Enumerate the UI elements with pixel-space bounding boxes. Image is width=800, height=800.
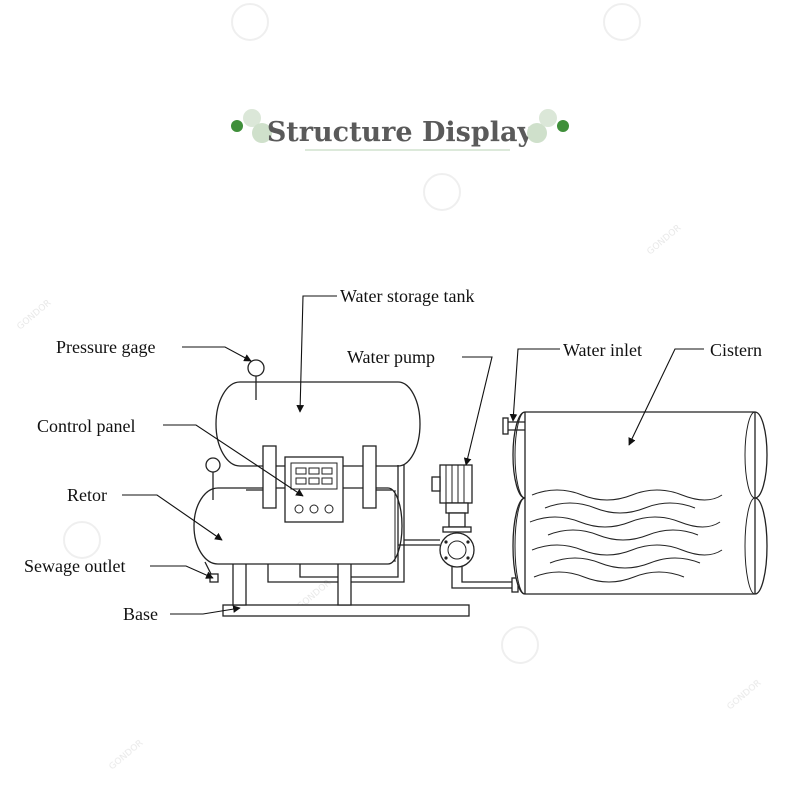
title-dot-icon xyxy=(557,120,569,132)
retor-tank xyxy=(193,487,403,565)
flange-right xyxy=(362,445,377,509)
leader-base xyxy=(170,605,241,615)
title-bubble-icon xyxy=(527,123,547,143)
water-waves xyxy=(529,489,723,583)
label-retor: Retor xyxy=(67,485,107,505)
water-storage-tank xyxy=(215,381,421,467)
flange-left xyxy=(262,445,277,509)
watermark-text: GONDOR xyxy=(108,738,146,772)
label-cistern: Cistern xyxy=(710,340,762,360)
page-title: Structure Display xyxy=(267,117,535,148)
leader-water-storage-tank xyxy=(296,295,337,413)
labels: Water storage tank Pressure gage Water p… xyxy=(24,286,762,624)
label-base: Base xyxy=(123,604,158,624)
page-title-group: Structure Display xyxy=(231,109,569,151)
watermark-text: GONDOR xyxy=(646,223,684,257)
title-dot-icon xyxy=(231,120,243,132)
leader-retor xyxy=(122,494,223,541)
watermark-text: GONDOR xyxy=(726,678,764,712)
label-water-inlet: Water inlet xyxy=(563,340,642,360)
leader-water-pump xyxy=(462,356,493,466)
label-water-pump: Water pump xyxy=(347,347,435,367)
label-control-panel: Control panel xyxy=(37,416,135,436)
leader-water-inlet xyxy=(509,348,560,422)
retor-gauge xyxy=(205,457,221,473)
watermark-text: GONDOR xyxy=(16,298,54,332)
pump-motor xyxy=(439,464,473,504)
leader-cistern xyxy=(628,348,704,446)
title-bubble-icon xyxy=(252,123,272,143)
title-bubble-icon xyxy=(539,109,557,127)
leader-sewage-outlet xyxy=(150,565,214,579)
base-plate xyxy=(222,604,470,617)
label-water-storage-tank: Water storage tank xyxy=(340,286,475,306)
leader-lines xyxy=(122,295,704,615)
leader-control-panel xyxy=(163,424,304,497)
label-sewage-outlet: Sewage outlet xyxy=(24,556,125,576)
leader-pressure-gage xyxy=(182,346,252,362)
pump-volute xyxy=(439,532,475,568)
title-bubble-icon xyxy=(243,109,261,127)
pressure-gage-dial xyxy=(247,359,265,377)
machine-drawing xyxy=(193,359,768,617)
label-pressure-gage: Pressure gage xyxy=(56,337,155,357)
